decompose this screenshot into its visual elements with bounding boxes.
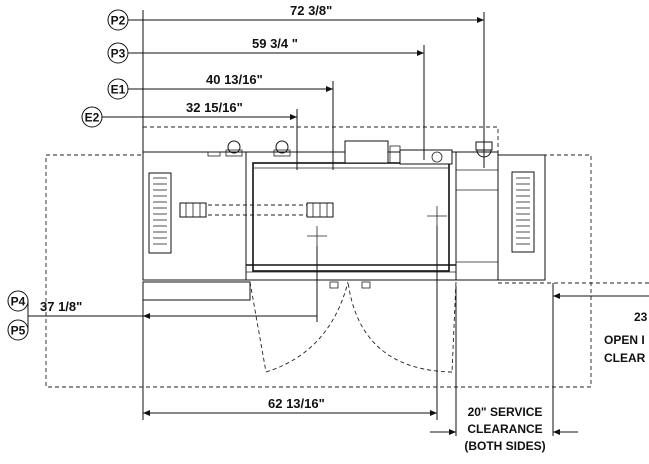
- service-note-line3: (BOTH SIDES): [464, 439, 545, 453]
- right-module: [455, 151, 499, 281]
- callouts: P2 P3 E1 E2 P4 P5: [7, 9, 129, 341]
- dimension-lines: 72 3/8" 59 3/4 " 40 13/16" 32 15/16" 37 …: [27, 3, 649, 436]
- service-note-line2: CLEARANCE: [467, 422, 542, 436]
- open-note-line1: 23: [634, 310, 648, 324]
- internal-features: [179, 202, 447, 246]
- callout-p3-label: P3: [111, 47, 126, 61]
- front-shelf-plate: [142, 281, 251, 301]
- lift-ring-left: [227, 140, 241, 154]
- notes: 20" SERVICE CLEARANCE (BOTH SIDES) 23 OP…: [464, 310, 647, 453]
- dim-label-p3: 59 3/4 ": [252, 36, 298, 51]
- control-box: [344, 140, 389, 164]
- callout-p4-label: P4: [11, 295, 26, 309]
- callout-e1-label: E1: [111, 83, 126, 97]
- left-door-arc: [265, 281, 349, 373]
- open-note-line3: CLEAR: [604, 351, 646, 365]
- top-component: [399, 149, 453, 165]
- door-swings: [249, 281, 457, 373]
- dim-label-bottom: 62 13/16": [268, 396, 325, 411]
- dim-label-e2: 32 15/16": [186, 100, 243, 115]
- open-note-line2: OPEN I: [604, 333, 645, 347]
- callout-p5-label: P5: [11, 324, 26, 338]
- lift-ring-right: [275, 140, 289, 154]
- left-door-leaf: [249, 281, 267, 373]
- dim-label-p4: 37 1/8": [40, 299, 82, 314]
- right-door-arc: [347, 281, 453, 373]
- right-door-leaf: [451, 281, 457, 373]
- left-louver-panel: [148, 172, 172, 254]
- left-louvers: [153, 177, 167, 245]
- service-clearance-outline: [45, 154, 592, 388]
- dim-label-p2: 72 3/8": [290, 3, 332, 18]
- service-note-line1: 20" SERVICE: [468, 405, 543, 419]
- callout-e2-label: E2: [85, 111, 100, 125]
- right-louvers: [516, 177, 530, 245]
- oven-unit: [142, 140, 546, 301]
- dim-label-e1: 40 13/16": [206, 72, 263, 87]
- center-body: [245, 151, 457, 281]
- callout-p2-label: P2: [111, 14, 126, 28]
